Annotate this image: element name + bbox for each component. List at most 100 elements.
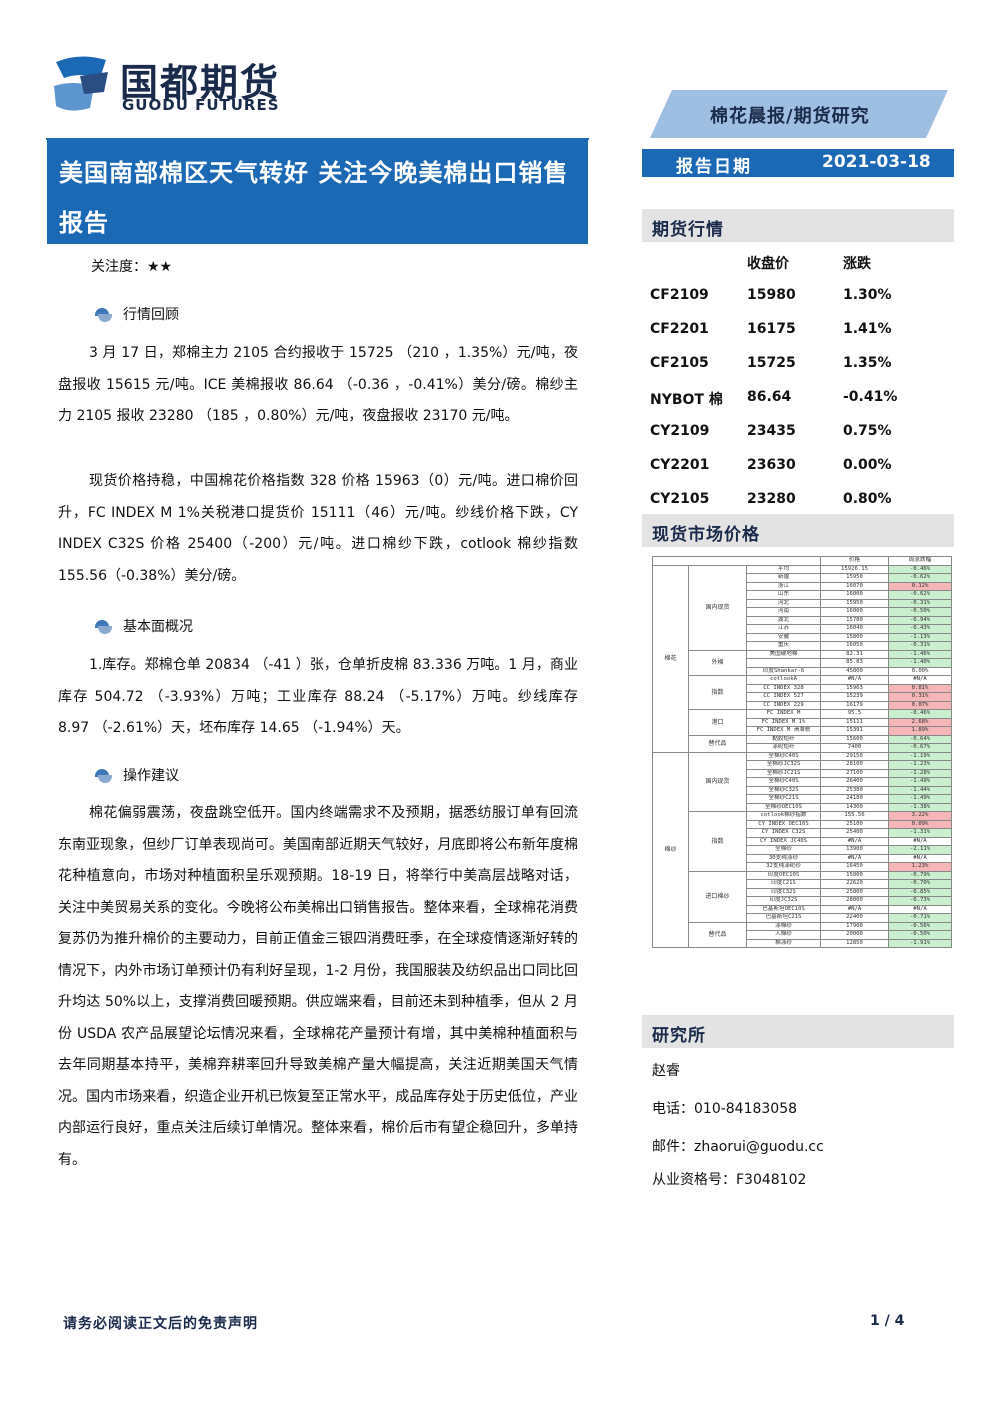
spot-item-name: FC INDEX M 滑准税 — [746, 726, 821, 736]
futures-code: CY2201 — [650, 457, 710, 473]
spot-item-price: 25380 — [820, 785, 889, 795]
spot-item-change: -1.46% — [888, 649, 952, 659]
spot-item-name — [746, 658, 821, 668]
spot-item-price: #N/A — [820, 904, 889, 914]
spot-item-change: -0.62% — [888, 573, 952, 583]
spot-item-price: 15926.15 — [820, 564, 889, 574]
futures-heading-bar: 期货行情 — [642, 209, 954, 242]
spot-item-price: 16000 — [820, 607, 889, 617]
futures-code: CY2105 — [650, 491, 710, 507]
spot-item-price: 26400 — [820, 777, 889, 787]
spot-item-price: 85.83 — [820, 658, 889, 668]
spot-item-name: 全棉纱JC21S — [746, 768, 821, 778]
futures-code: CF2109 — [650, 287, 709, 303]
spot-item-name: 安徽 — [746, 632, 821, 642]
spot-item-change: -2.11% — [888, 845, 952, 855]
spot-heading-bar: 现货市场价格 — [642, 514, 954, 547]
spot-item-change: -0.64% — [888, 734, 952, 744]
spot-item-change: -1.91% — [888, 938, 952, 948]
spot-item-change: -1.40% — [888, 658, 952, 668]
disclaimer-link[interactable]: 请务必阅读正文后的免责声明 — [63, 1316, 258, 1332]
analyst-email[interactable]: 邮件：zhaorui@guodu.cc — [652, 1139, 824, 1155]
spot-item-change: 0.00% — [888, 666, 952, 676]
futures-code: NYBOT 棉 — [650, 392, 723, 408]
spot-item-name: 32支纯涤纶纱 — [746, 862, 821, 872]
report-date-value: 2021-03-18 — [822, 152, 931, 172]
company-logo: 国都期货 GUODU FUTURES — [50, 50, 295, 120]
spot-item-change: 0.09% — [888, 819, 952, 829]
spot-item-change: -0.31% — [888, 598, 952, 608]
analyst-phone: 电话：010-84183058 — [652, 1101, 798, 1117]
spot-subgroup-label: 国内现货 — [688, 751, 747, 812]
spot-heading: 现货市场价格 — [652, 525, 760, 545]
spot-item-change: -1.13% — [888, 632, 952, 642]
spot-subgroup-label: 外棉 — [688, 649, 747, 676]
futures-change: -0.41% — [843, 389, 898, 405]
spot-item-change: -0.50% — [888, 607, 952, 617]
spot-col-price: 价格 — [820, 556, 889, 566]
spot-item-price: 28100 — [820, 760, 889, 770]
spot-item-price: 16040 — [820, 624, 889, 634]
spot-item-name: 美国硬地棉 — [746, 649, 821, 659]
attention-rating: 关注度：★★ — [91, 259, 173, 275]
spot-item-name: 全棉纱 — [746, 845, 821, 855]
spot-item-change: -0.46% — [888, 709, 952, 719]
spot-item-price: 15780 — [820, 615, 889, 625]
spot-item-change: -0.62% — [888, 590, 952, 600]
paragraph-market-review-1: 3 月 17 日，郑棉主力 2105 合约报收于 15725 （210 ，1.3… — [58, 345, 578, 424]
report-date-bar: 报告日期 2021-03-18 — [642, 149, 954, 177]
page-number: 1 / 4 — [870, 1313, 905, 1329]
spot-item-name: 江苏 — [746, 624, 821, 634]
spot-item-price: 7400 — [820, 743, 889, 753]
spot-item-change: 0.12% — [888, 581, 952, 591]
spot-item-price: 15950 — [820, 573, 889, 583]
spot-item-name: 黏胶短纤 — [746, 734, 821, 744]
spot-item-change: -1.49% — [888, 794, 952, 804]
spot-header-row: 价格周涨跌幅 — [652, 556, 952, 566]
spot-item-change: 2.68% — [888, 717, 952, 727]
spot-item-name: 涤纶短纤 — [746, 743, 821, 753]
futures-col-change: 涨跌 — [843, 256, 871, 272]
spot-item-change: -1.23% — [888, 760, 952, 770]
spot-item-price: 25800 — [820, 887, 889, 897]
section-heading-text: 行情回顾 — [123, 307, 179, 323]
futures-change: 0.00% — [843, 457, 892, 473]
spot-item-name: CC INDEX 527 — [746, 692, 821, 702]
analyst-name: 赵睿 — [652, 1063, 680, 1079]
spot-item-change: -0.43% — [888, 624, 952, 634]
section-heading-fundamentals: 基本面概况 — [93, 616, 193, 636]
brand-name-cn: 国都期货 — [120, 61, 281, 105]
spot-item-change: -0.79% — [888, 870, 952, 880]
spot-item-name: 平均 — [746, 564, 821, 574]
spot-item-price: 16070 — [820, 581, 889, 591]
futures-col-close: 收盘价 — [747, 256, 789, 272]
spot-item-change: 0.81% — [888, 683, 952, 693]
futures-close: 23435 — [747, 423, 796, 439]
spot-item-price: 14300 — [820, 802, 889, 812]
spot-item-price: 25400 — [820, 828, 889, 838]
futures-close: 15980 — [747, 287, 796, 303]
spot-item-price: 15111 — [820, 717, 889, 727]
spot-item-price: 15000 — [820, 870, 889, 880]
spot-item-price: 15239 — [820, 692, 889, 702]
spot-item-name: 全棉纱OEC10S — [746, 802, 821, 812]
futures-heading: 期货行情 — [652, 220, 724, 240]
spot-item-name: CC INDEX 229 — [746, 700, 821, 710]
futures-change: 1.30% — [843, 287, 892, 303]
analyst-license: 从业资格号：F3048102 — [652, 1172, 807, 1188]
spot-item-price: 155.56 — [820, 811, 889, 821]
title-rule — [46, 138, 589, 140]
futures-row: CF2109 15980 1.30% — [650, 279, 950, 313]
spot-item-price: 45800 — [820, 666, 889, 676]
